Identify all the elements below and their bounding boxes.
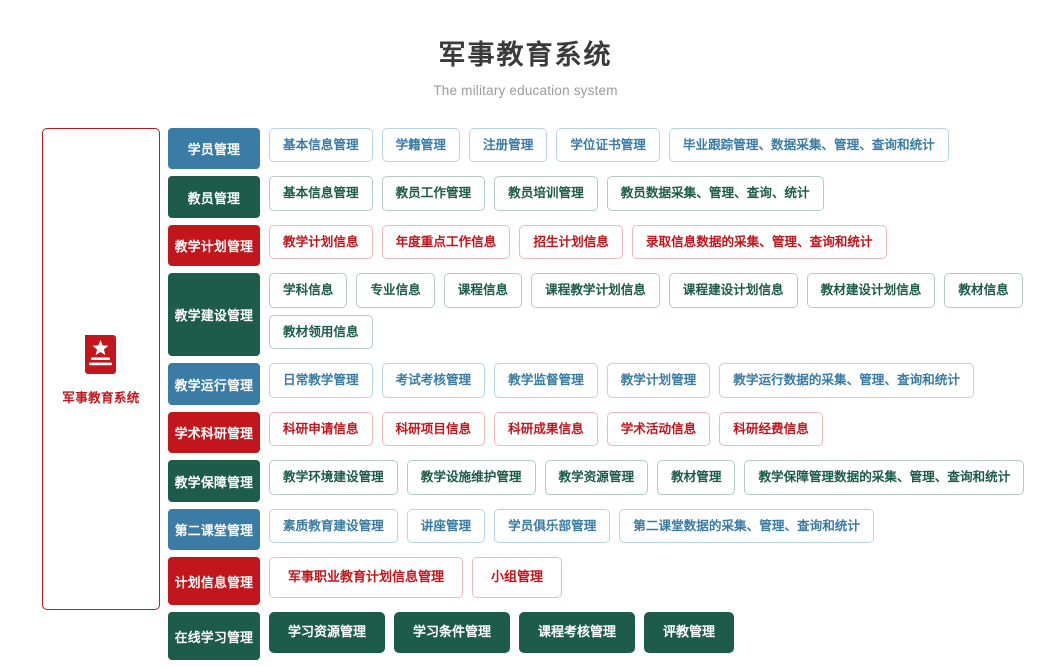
module-row: 教员管理基本信息管理教员工作管理教员培训管理教员数据采集、管理、查询、统计 — [168, 176, 1051, 218]
page-title: 军事教育系统 — [438, 40, 613, 70]
module-item-button[interactable]: 学位证书管理 — [556, 128, 660, 163]
module-item-button[interactable]: 专业信息 — [356, 273, 435, 308]
module-rows: 学员管理基本信息管理学籍管理注册管理学位证书管理毕业跟踪管理、数据采集、管理、查… — [168, 128, 1051, 667]
module-row-label[interactable]: 学员管理 — [168, 128, 260, 170]
module-item-button[interactable]: 录取信息数据的采集、管理、查询和统计 — [631, 224, 887, 260]
sidebar-system-label: 军事教育系统 — [62, 391, 140, 405]
module-item-button[interactable]: 教材建设计划信息 — [806, 273, 936, 308]
module-item-button[interactable]: 教员数据采集、管理、查询、统计 — [606, 176, 824, 211]
module-row: 学员管理基本信息管理学籍管理注册管理学位证书管理毕业跟踪管理、数据采集、管理、查… — [168, 128, 1051, 170]
module-row-items: 基本信息管理教员工作管理教员培训管理教员数据采集、管理、查询、统计 — [269, 176, 1051, 217]
module-row-label[interactable]: 计划信息管理 — [168, 557, 260, 606]
module-item-button[interactable]: 毕业跟踪管理、数据采集、管理、查询和统计 — [668, 128, 949, 163]
content-layout: 军事教育系统 学员管理基本信息管理学籍管理注册管理学位证书管理毕业跟踪管理、数据… — [0, 128, 1051, 667]
module-row: 教学建设管理学科信息专业信息课程信息课程教学计划信息课程建设计划信息教材建设计划… — [168, 273, 1051, 357]
module-row-label[interactable]: 教学运行管理 — [168, 363, 260, 405]
module-item-button[interactable]: 素质教育建设管理 — [269, 508, 398, 544]
module-item-button[interactable]: 学科信息 — [269, 273, 348, 308]
module-item-button[interactable]: 教学计划管理 — [606, 363, 711, 398]
page-subtitle: The military education system — [433, 83, 618, 99]
module-item-button[interactable]: 教员培训管理 — [494, 176, 598, 211]
module-item-button[interactable]: 基本信息管理 — [269, 128, 373, 163]
module-row: 第二课堂管理素质教育建设管理讲座管理学员俱乐部管理第二课堂数据的采集、管理、查询… — [168, 508, 1051, 551]
module-item-button[interactable]: 教员工作管理 — [381, 176, 486, 211]
module-item-button[interactable]: 学员俱乐部管理 — [494, 508, 611, 544]
module-item-button[interactable]: 教学监督管理 — [494, 363, 598, 398]
module-item-button[interactable]: 教学环境建设管理 — [269, 460, 398, 495]
module-item-button[interactable]: 教学保障管理数据的采集、管理、查询和统计 — [744, 460, 1025, 495]
module-item-button[interactable]: 评教管理 — [644, 612, 735, 654]
module-item-button[interactable]: 学籍管理 — [381, 128, 460, 163]
module-item-button[interactable]: 学习条件管理 — [394, 612, 511, 654]
module-row-items: 教学计划信息年度重点工作信息招生计划信息录取信息数据的采集、管理、查询和统计 — [269, 224, 1051, 266]
module-item-button[interactable]: 军事职业教育计划信息管理 — [269, 557, 464, 599]
module-row-items: 教学环境建设管理教学设施维护管理教学资源管理教材管理教学保障管理数据的采集、管理… — [269, 460, 1051, 501]
module-row-items: 学习资源管理学习条件管理课程考核管理评教管理 — [269, 612, 1051, 660]
module-item-button[interactable]: 课程教学计划信息 — [531, 273, 660, 308]
module-item-button[interactable]: 科研成果信息 — [494, 411, 598, 447]
module-item-button[interactable]: 招生计划信息 — [519, 224, 623, 260]
page-header: 军事教育系统 The military education system — [0, 0, 1051, 98]
module-row-items: 学科信息专业信息课程信息课程教学计划信息课程建设计划信息教材建设计划信息教材信息… — [269, 273, 1051, 356]
module-row: 教学运行管理日常教学管理考试考核管理教学监督管理教学计划管理教学运行数据的采集、… — [168, 363, 1051, 405]
module-row-label[interactable]: 教学保障管理 — [168, 460, 260, 502]
module-item-button[interactable]: 教学资源管理 — [544, 460, 649, 495]
module-row-label[interactable]: 教员管理 — [168, 176, 260, 218]
module-row-items: 日常教学管理考试考核管理教学监督管理教学计划管理教学运行数据的采集、管理、查询和… — [269, 363, 1051, 404]
module-row-label[interactable]: 学术科研管理 — [168, 411, 260, 454]
module-item-button[interactable]: 教材领用信息 — [269, 314, 373, 350]
module-item-button[interactable]: 课程信息 — [443, 273, 523, 308]
module-item-button[interactable]: 课程考核管理 — [519, 612, 636, 654]
module-item-button[interactable]: 科研项目信息 — [381, 411, 486, 447]
book-star-icon — [78, 332, 124, 378]
module-item-button[interactable]: 基本信息管理 — [269, 176, 373, 211]
sidebar-system-card[interactable]: 军事教育系统 — [42, 128, 160, 610]
module-item-button[interactable]: 教学计划信息 — [269, 224, 373, 260]
module-item-button[interactable]: 教学运行数据的采集、管理、查询和统计 — [719, 363, 974, 398]
module-row: 学术科研管理科研申请信息科研项目信息科研成果信息学术活动信息科研经费信息 — [168, 411, 1051, 454]
module-item-button[interactable]: 日常教学管理 — [269, 363, 373, 398]
module-item-button[interactable]: 教材管理 — [657, 460, 736, 495]
module-item-button[interactable]: 讲座管理 — [406, 508, 486, 544]
module-row: 在线学习管理学习资源管理学习条件管理课程考核管理评教管理 — [168, 612, 1051, 661]
module-row: 教学计划管理教学计划信息年度重点工作信息招生计划信息录取信息数据的采集、管理、查… — [168, 224, 1051, 267]
module-item-button[interactable]: 第二课堂数据的采集、管理、查询和统计 — [619, 508, 874, 544]
module-item-button[interactable]: 教学设施维护管理 — [406, 460, 536, 495]
module-item-button[interactable]: 考试考核管理 — [381, 363, 486, 398]
module-row-label[interactable]: 在线学习管理 — [168, 612, 260, 661]
module-row-label[interactable]: 第二课堂管理 — [168, 508, 260, 551]
module-row: 教学保障管理教学环境建设管理教学设施维护管理教学资源管理教材管理教学保障管理数据… — [168, 460, 1051, 502]
module-row: 计划信息管理军事职业教育计划信息管理小组管理 — [168, 557, 1051, 606]
module-row-items: 基本信息管理学籍管理注册管理学位证书管理毕业跟踪管理、数据采集、管理、查询和统计 — [269, 128, 1051, 169]
module-row-items: 军事职业教育计划信息管理小组管理 — [269, 557, 1051, 605]
module-item-button[interactable]: 课程建设计划信息 — [668, 273, 798, 308]
module-item-button[interactable]: 年度重点工作信息 — [381, 224, 511, 260]
module-item-button[interactable]: 科研申请信息 — [269, 411, 373, 447]
module-row-items: 科研申请信息科研项目信息科研成果信息学术活动信息科研经费信息 — [269, 411, 1051, 453]
module-row-label[interactable]: 教学建设管理 — [168, 273, 260, 357]
module-item-button[interactable]: 科研经费信息 — [719, 411, 823, 447]
module-item-button[interactable]: 教材信息 — [944, 273, 1023, 308]
module-row-label[interactable]: 教学计划管理 — [168, 224, 260, 267]
module-item-button[interactable]: 小组管理 — [472, 557, 563, 599]
module-item-button[interactable]: 学习资源管理 — [269, 612, 386, 654]
module-item-button[interactable]: 注册管理 — [468, 128, 548, 163]
module-item-button[interactable]: 学术活动信息 — [606, 411, 711, 447]
main-content: 军事教育系统 学员管理基本信息管理学籍管理注册管理学位证书管理毕业跟踪管理、数据… — [0, 128, 1051, 667]
module-row-items: 素质教育建设管理讲座管理学员俱乐部管理第二课堂数据的采集、管理、查询和统计 — [269, 508, 1051, 550]
